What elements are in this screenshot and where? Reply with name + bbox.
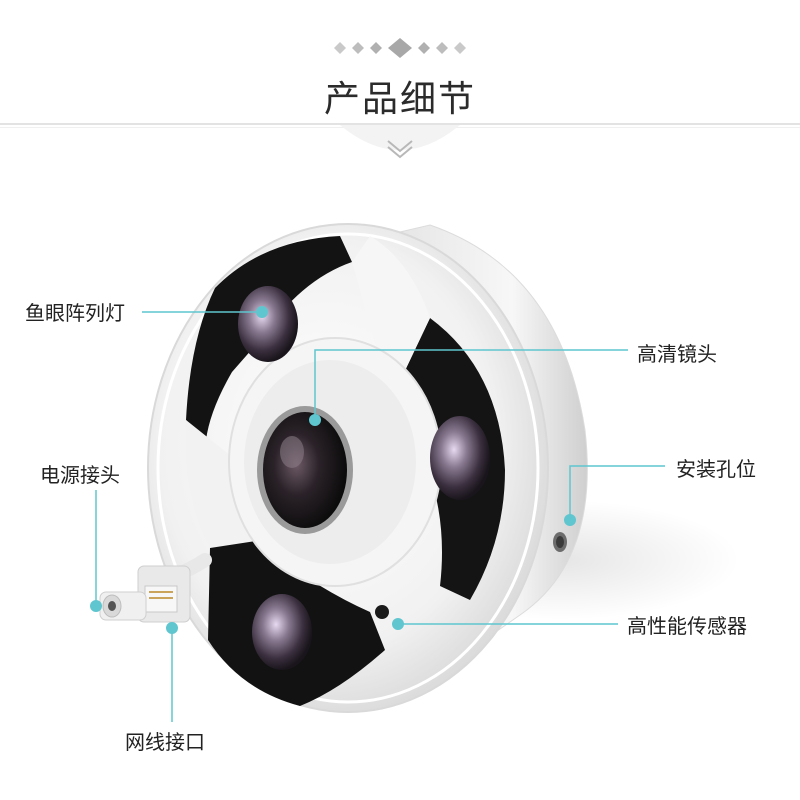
callout-dots bbox=[90, 306, 576, 634]
section-header: 产品细节 bbox=[0, 0, 800, 175]
dot-fisheye bbox=[256, 306, 268, 318]
dot-lens bbox=[309, 414, 321, 426]
leader-mount bbox=[569, 465, 665, 520]
callout-power-connector: 电源接头 bbox=[40, 463, 120, 487]
dc-power-connector bbox=[99, 591, 147, 621]
dot-power bbox=[90, 600, 102, 612]
dot-sensor bbox=[392, 618, 404, 630]
divider bbox=[0, 123, 800, 125]
callout-hd-lens: 高清镜头 bbox=[637, 342, 717, 366]
page-title: 产品细节 bbox=[323, 79, 476, 120]
dome-rim bbox=[156, 232, 540, 704]
housing-rib-top bbox=[352, 236, 430, 398]
callout-mount-hole: 安装孔位 bbox=[676, 457, 756, 481]
main-lens-glare bbox=[280, 436, 304, 468]
main-lens bbox=[263, 412, 347, 528]
dot-network bbox=[166, 622, 178, 634]
ir-led-right bbox=[430, 416, 490, 500]
diamond-ornament-icon bbox=[334, 38, 466, 58]
ir-led-lower bbox=[252, 594, 312, 670]
leader-lens bbox=[314, 349, 628, 420]
callout-fisheye-ir: 鱼眼阵列灯 bbox=[25, 301, 125, 325]
mount-screw-thread bbox=[556, 536, 564, 548]
sensor-hole bbox=[375, 605, 389, 619]
dot-mount bbox=[564, 514, 576, 526]
callout-sensor: 高性能传感器 bbox=[627, 614, 747, 638]
rj45-connector bbox=[137, 565, 191, 623]
ir-led-upper bbox=[238, 286, 298, 362]
chevron-down-icon bbox=[340, 125, 460, 159]
callout-lines bbox=[95, 311, 665, 722]
ir-panel-upper-left bbox=[186, 236, 352, 440]
callout-network-port: 网线接口 bbox=[125, 730, 205, 754]
